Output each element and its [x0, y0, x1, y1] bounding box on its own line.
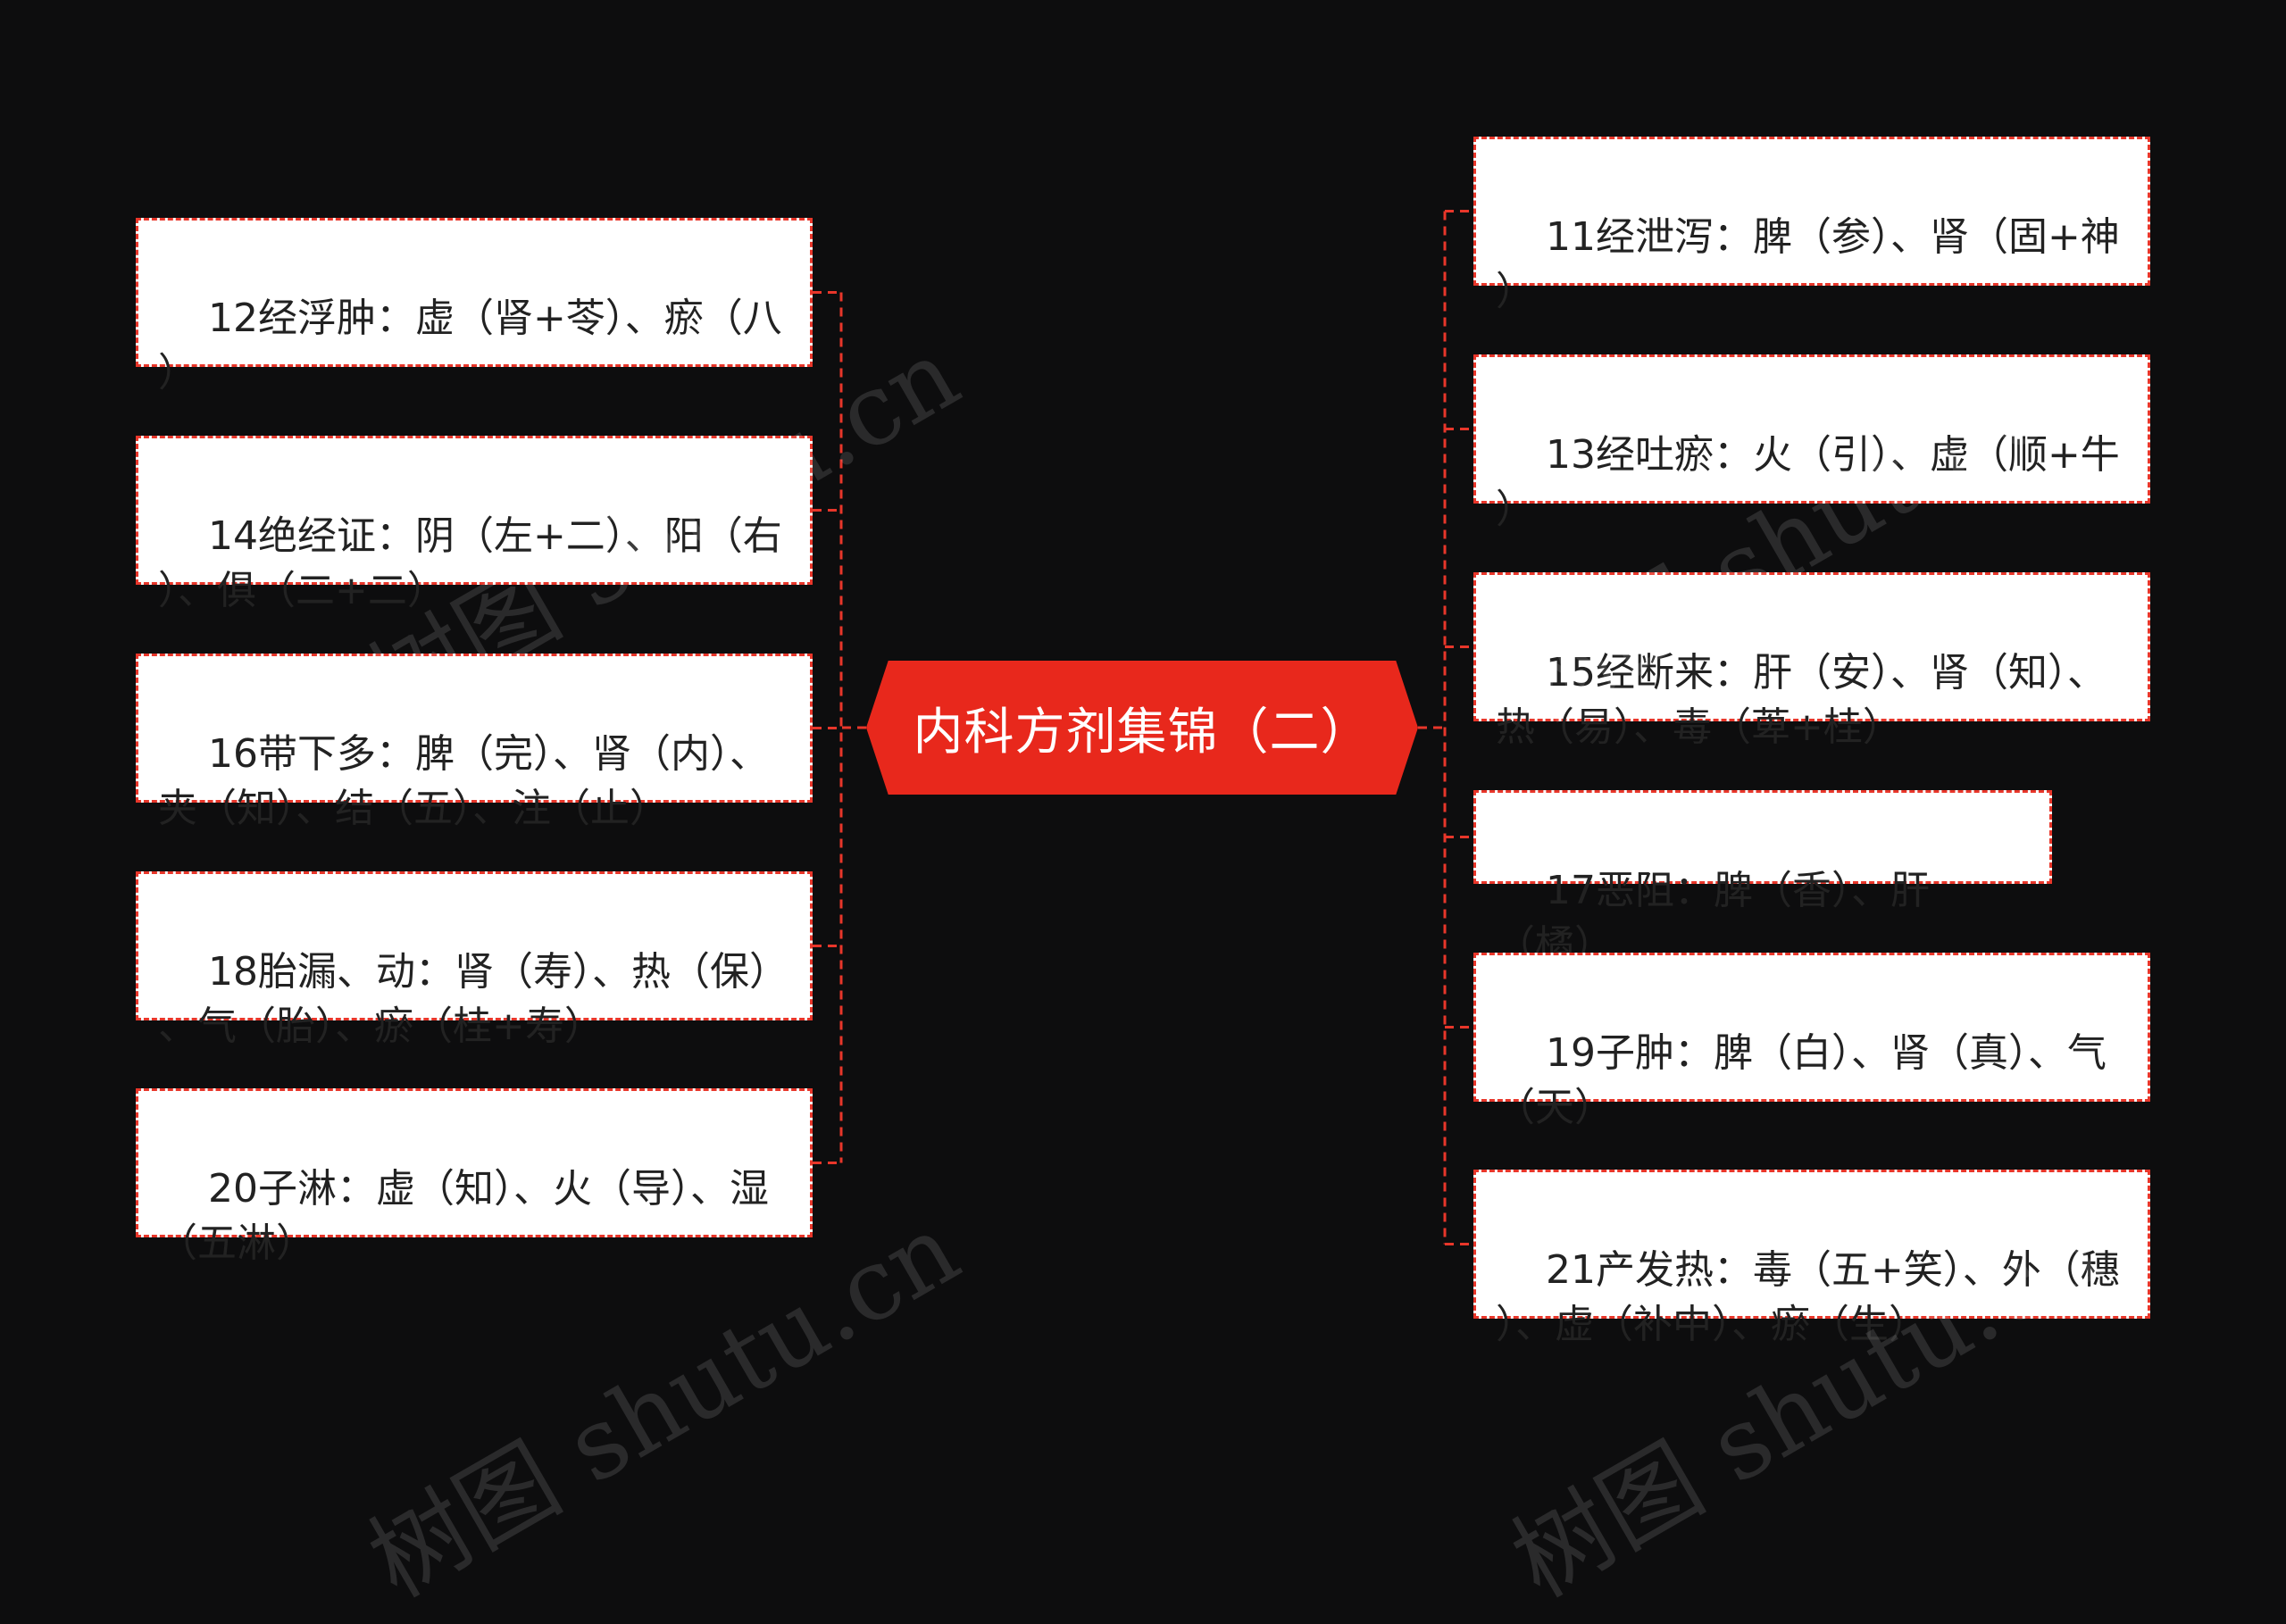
branch-node-right[interactable]: 13经吐瘀：火（引）、虚（顺+牛 ）: [1473, 354, 2150, 532]
branch-node-text: 18胎漏、动：肾（寿）、热（保） 、气（胎）、瘀（桂+寿）: [158, 949, 788, 1049]
branch-node-text: 20子淋：虚（知）、火（导）、湿 （五淋）: [158, 1166, 769, 1266]
branch-node-text: 15经断来：肝（安）、肾（知）、 热（易）、毒（萆+桂）: [1496, 650, 2107, 750]
branch-node-right[interactable]: 19子肿：脾（白）、肾（真）、气 （天）: [1473, 953, 2150, 1130]
center-topic-label: 内科方剂集锦（二）: [913, 703, 1372, 762]
branch-node-text: 11经泄泻：脾（参）、肾（固+神 ）: [1496, 214, 2120, 314]
branch-node-right[interactable]: 11经泄泻：脾（参）、肾（固+神 ）: [1473, 137, 2150, 314]
branch-node-text: 21产发热：毒（五+笑）、外（穗 ）、虚（补中）、瘀（生）: [1496, 1247, 2120, 1347]
branch-node-left[interactable]: 16带下多：脾（完）、肾（内）、 夹（知）、结（五）、注（止）: [136, 654, 813, 831]
branch-node-right[interactable]: 15经断来：肝（安）、肾（知）、 热（易）、毒（萆+桂）: [1473, 572, 2150, 750]
branch-node-left[interactable]: 14绝经证：阴（左+二）、阳（右 ）、俱（二+二）: [136, 436, 813, 613]
branch-node-text: 16带下多：脾（完）、肾（内）、 夹（知）、结（五）、注（止）: [158, 731, 769, 831]
branch-node-left[interactable]: 20子淋：虚（知）、火（导）、湿 （五淋）: [136, 1088, 813, 1266]
branch-node-text: 12经浮肿：虚（肾+苓）、瘀（八 ）: [158, 296, 782, 396]
branch-node-left[interactable]: 12经浮肿：虚（肾+苓）、瘀（八 ）: [136, 218, 813, 396]
branch-node-right[interactable]: 21产发热：毒（五+笑）、外（穗 ）、虚（补中）、瘀（生）: [1473, 1170, 2150, 1347]
branch-node-text: 17恶阻：脾（香）、肝（橘）: [1496, 868, 1930, 968]
connector-lines: [813, 210, 1473, 1245]
branch-node-right[interactable]: 17恶阻：脾（香）、肝（橘）: [1473, 790, 2052, 968]
branch-node-text: 19子肿：脾（白）、肾（真）、气 （天）: [1496, 1030, 2107, 1130]
branch-node-left[interactable]: 18胎漏、动：肾（寿）、热（保） 、气（胎）、瘀（桂+寿）: [136, 871, 813, 1049]
center-topic[interactable]: 内科方剂集锦（二）: [866, 661, 1418, 795]
branch-node-text: 13经吐瘀：火（引）、虚（顺+牛 ）: [1496, 432, 2120, 532]
branch-node-text: 14绝经证：阴（左+二）、阳（右 ）、俱（二+二）: [158, 513, 782, 613]
mind-map-canvas: 内科方剂集锦（二） 12经浮肿：虚（肾+苓）、瘀（八 ） 14绝经证：阴（左+二…: [136, 137, 2150, 1619]
